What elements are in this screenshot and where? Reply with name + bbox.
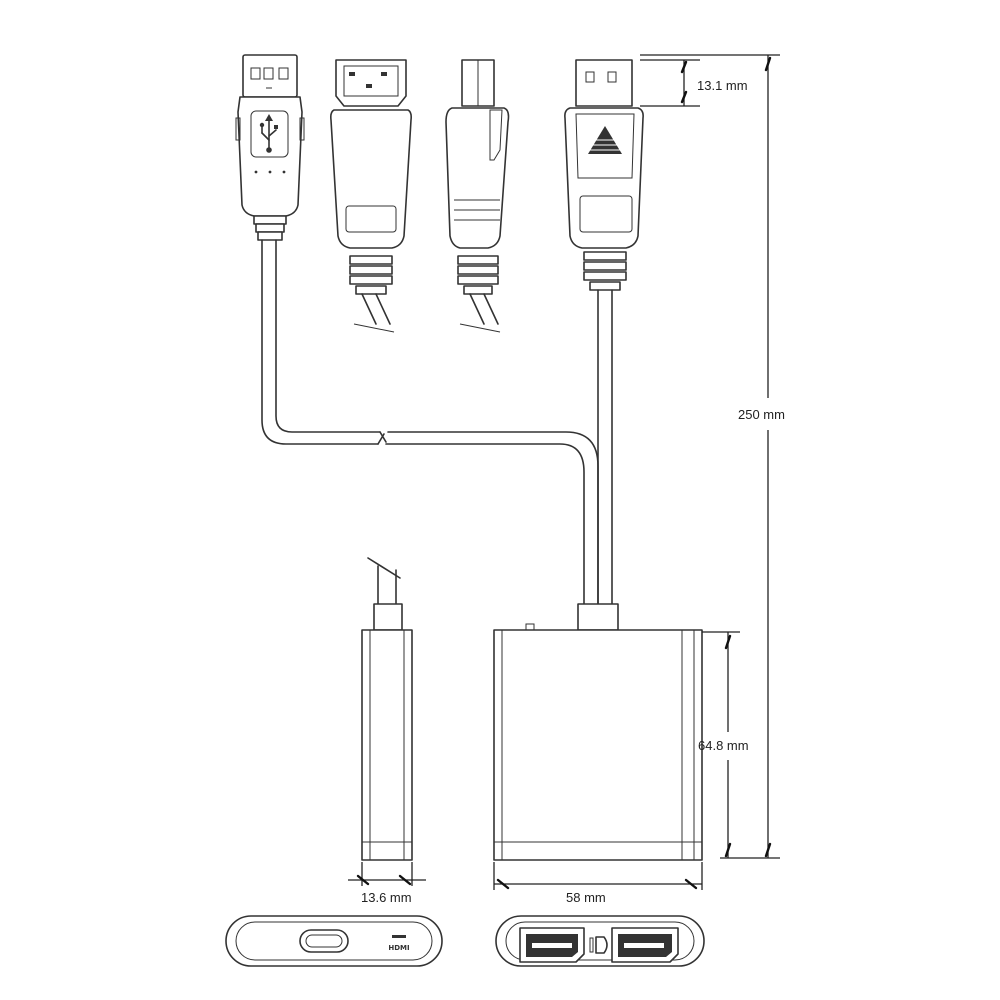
hdmi-plug-front — [330, 59, 412, 333]
end-view-port-label: HDMI — [388, 944, 409, 952]
displayport-plug — [564, 59, 644, 291]
hdmi-plug-side — [445, 59, 510, 333]
usb-trident-icon — [259, 114, 278, 153]
cable-length-label: 250 mm — [738, 407, 785, 422]
cable-assembly — [261, 239, 619, 631]
dimension-lines — [348, 54, 780, 890]
adapter-body-front-view — [493, 623, 703, 861]
body-height-label: 64.8 mm — [698, 738, 749, 753]
body-width-label: 58 mm — [566, 890, 606, 905]
end-view-left: HDMI — [225, 915, 443, 967]
displayport-triangle-icon — [588, 126, 622, 154]
adapter-body-side-view — [361, 557, 413, 861]
body-depth-label: 13.6 mm — [361, 890, 412, 905]
usb-a-plug — [235, 54, 305, 241]
plug-length-label: 13.1 mm — [697, 78, 748, 93]
end-view-right — [495, 915, 705, 967]
displayport-logo-icon — [589, 936, 608, 954]
